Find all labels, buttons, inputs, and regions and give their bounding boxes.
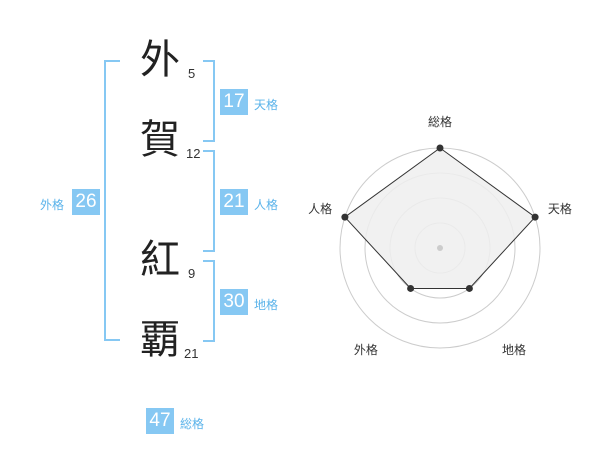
gaikaku-value: 26 xyxy=(72,189,100,215)
gaikaku-label: 外格 xyxy=(40,198,65,212)
radar-axis-label: 天格 xyxy=(548,201,572,216)
stroke-count-1: 5 xyxy=(188,66,196,81)
radar-point xyxy=(465,284,473,292)
soukaku-label: 総格 xyxy=(180,417,205,431)
radar-axis-label: 外格 xyxy=(354,342,378,357)
radar-axis-label: 地格 xyxy=(502,342,526,357)
name-char-3: 紅 xyxy=(140,237,180,283)
gaikaku-bracket xyxy=(104,60,120,341)
radar-point xyxy=(341,213,349,221)
radar-center-dot xyxy=(437,245,443,251)
jinkaku-label: 人格 xyxy=(254,198,279,212)
name-char-4: 覇 xyxy=(140,317,180,363)
chikaku-bracket xyxy=(203,260,215,342)
tenkaku-bracket xyxy=(203,60,215,142)
chikaku-label: 地格 xyxy=(254,298,279,312)
radar-point xyxy=(407,284,415,292)
stroke-count-4: 21 xyxy=(184,346,199,361)
name-char-1: 外 xyxy=(140,37,180,83)
radar-area xyxy=(344,147,536,289)
tenkaku-value: 17 xyxy=(220,89,248,115)
radar-axis-label: 人格 xyxy=(308,201,332,216)
radar-point xyxy=(436,144,444,152)
radar-axis-label: 総格 xyxy=(428,114,452,129)
name-char-2: 賀 xyxy=(140,117,180,163)
stroke-count-3: 9 xyxy=(188,266,196,281)
soukaku-value: 47 xyxy=(146,408,174,434)
radar-point xyxy=(531,213,539,221)
radar-points xyxy=(341,144,539,292)
stroke-count-2: 12 xyxy=(186,146,201,161)
tenkaku-label: 天格 xyxy=(254,98,279,112)
chikaku-value: 30 xyxy=(220,289,248,315)
jinkaku-value: 21 xyxy=(220,189,248,215)
jinkaku-bracket xyxy=(203,150,215,252)
